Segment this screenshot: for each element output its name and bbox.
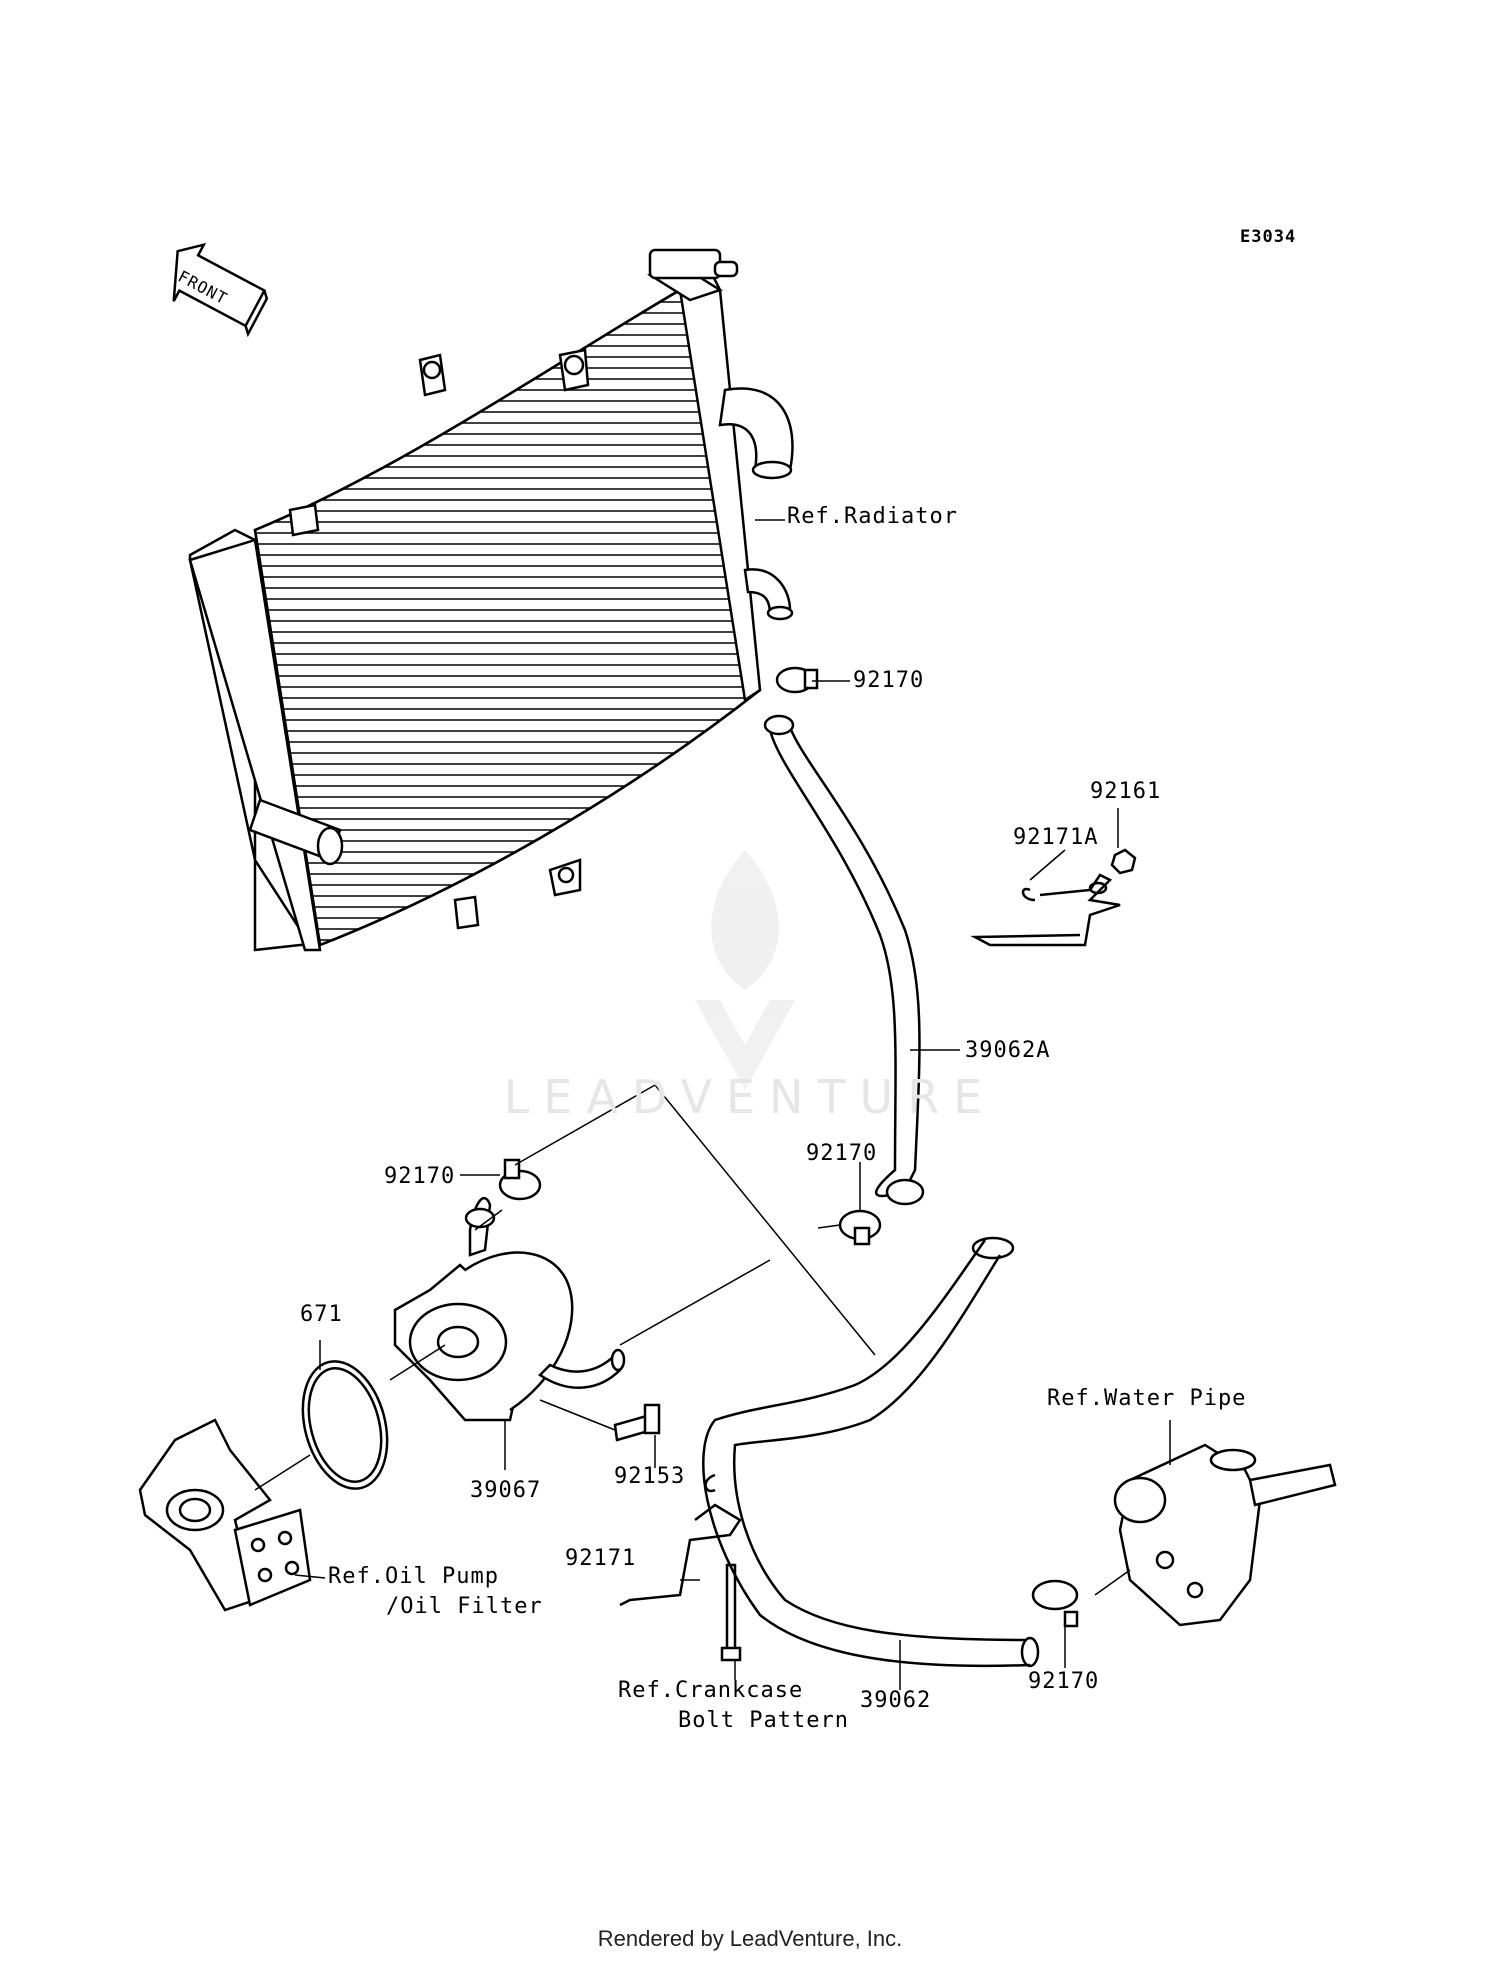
label-92153: 92153 xyxy=(614,1464,686,1489)
label-671: 671 xyxy=(300,1302,343,1327)
bracket-92171 xyxy=(619,1473,742,1607)
watermark-logo xyxy=(695,850,795,1090)
label-92170-mid: 92170 xyxy=(806,1141,878,1166)
label-ref-oil-pump: Ref.Oil Pump xyxy=(328,1564,499,1589)
diagram-code: E3034 xyxy=(1240,227,1297,247)
radiator xyxy=(188,248,794,952)
water-pipe xyxy=(1113,1443,1337,1627)
label-39062: 39062 xyxy=(860,1688,932,1713)
nut-92161 xyxy=(1110,848,1137,875)
label-39067: 39067 xyxy=(470,1478,542,1503)
clamp-92170-top xyxy=(775,666,819,694)
label-92171: 92171 xyxy=(565,1546,637,1571)
o-ring-671 xyxy=(301,1360,389,1490)
label-92161: 92161 xyxy=(1090,779,1162,804)
clamp-92170-left xyxy=(498,1158,542,1201)
label-92170-left: 92170 xyxy=(384,1164,456,1189)
clamp-92170-bottom xyxy=(1031,1579,1079,1628)
label-ref-water-pipe: Ref.Water Pipe xyxy=(1047,1386,1247,1411)
bolt-92153 xyxy=(613,1403,661,1442)
label-92170-top: 92170 xyxy=(853,668,925,693)
label-ref-crankcase: Ref.Crankcase xyxy=(618,1678,804,1703)
oil-cooler-39067 xyxy=(393,1197,626,1422)
label-bolt-pattern: Bolt Pattern xyxy=(678,1708,849,1733)
footer-credit: Rendered by LeadVenture, Inc. xyxy=(597,1926,903,1951)
label-ref-radiator: Ref.Radiator xyxy=(787,504,958,529)
label-ref-oil-filter: /Oil Filter xyxy=(386,1594,543,1619)
hose-39062 xyxy=(702,1236,1040,1668)
bracket-92171a xyxy=(970,873,1121,947)
clamp-92170-mid xyxy=(838,1209,882,1246)
label-92170-bottom: 92170 xyxy=(1028,1669,1100,1694)
label-92171a: 92171A xyxy=(1013,825,1099,850)
watermark-text: LEADVENTURE xyxy=(503,1070,997,1124)
label-39062a: 39062A xyxy=(965,1038,1051,1063)
leader-lines xyxy=(254,519,1171,1690)
hose-39062a xyxy=(763,714,925,1206)
oil-pump-housing xyxy=(138,1418,312,1612)
front-arrow-icon xyxy=(172,242,269,338)
